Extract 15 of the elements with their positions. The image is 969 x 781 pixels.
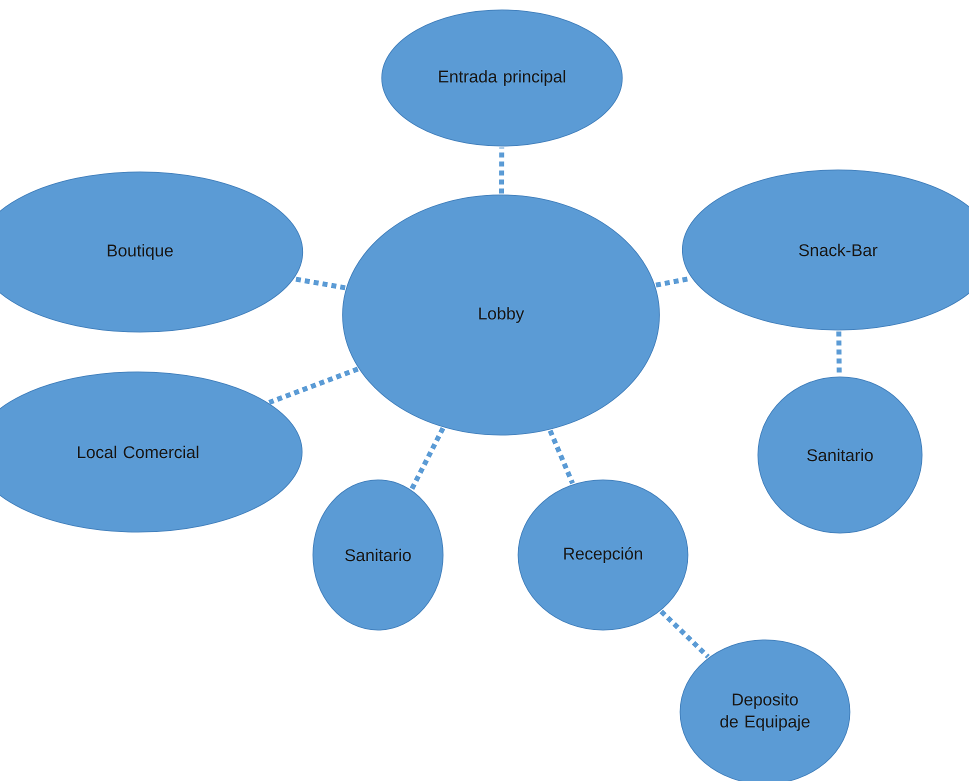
bubble-node: Sanitario: [757, 376, 923, 534]
bubble-node: Local Comercial: [0, 371, 303, 532]
dotted-connector: [294, 276, 346, 290]
bubble-node: Entrada principal: [381, 9, 623, 146]
bubble-node: Recepción: [518, 479, 688, 630]
dotted-connector: [410, 427, 446, 490]
dotted-connector: [660, 610, 710, 659]
dotted-connector: [499, 147, 504, 194]
dotted-connector: [268, 366, 359, 405]
bubble-node: Snack-Bar: [682, 170, 969, 330]
bubble-node: Sanitario: [312, 479, 444, 630]
dotted-connector: [548, 430, 575, 484]
bubble-node: Deposito de Equipaje: [680, 639, 850, 781]
bubble-node: Boutique: [0, 171, 304, 332]
bubble-node: Lobby: [342, 194, 660, 436]
